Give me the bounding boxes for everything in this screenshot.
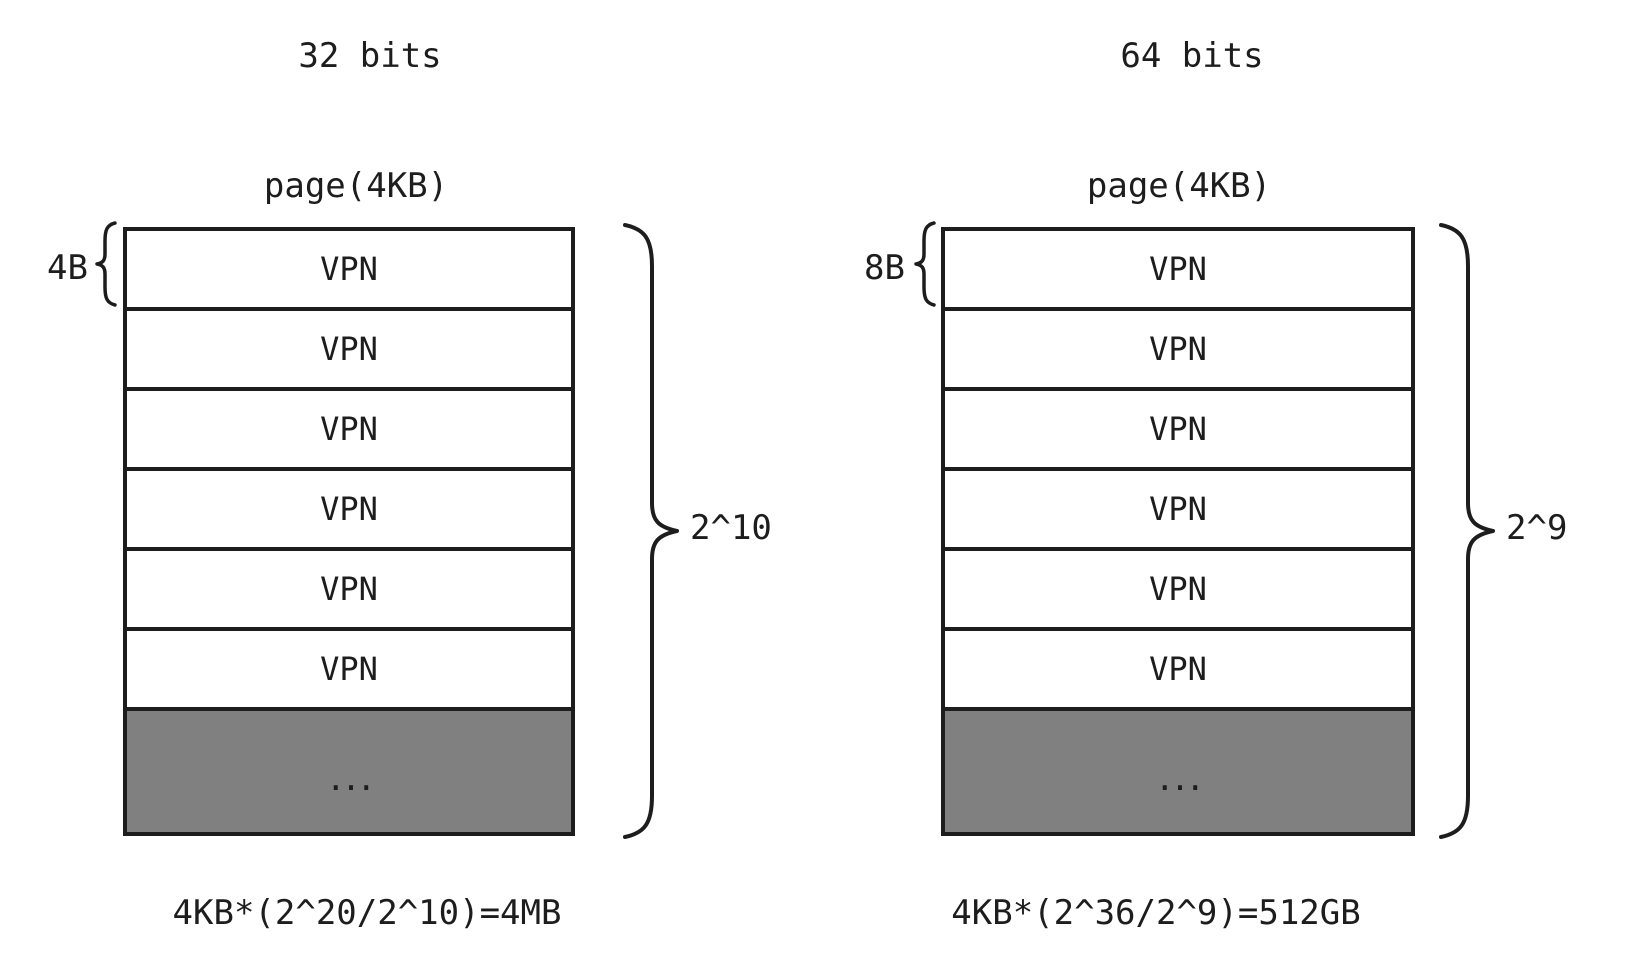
vpn-row-label: VPN — [1149, 250, 1207, 288]
panel-title: 32 bits — [298, 36, 442, 76]
vpn-row: VPN — [945, 631, 1411, 711]
row-count-brace-icon — [1439, 223, 1495, 839]
vpn-row: VPN — [127, 551, 571, 631]
vpn-row-label: VPN — [320, 570, 378, 608]
vpn-row: VPN — [127, 631, 571, 711]
vpn-row-label: VPN — [1149, 490, 1207, 528]
vpn-row: VPN — [127, 471, 571, 551]
vpn-row-label: VPN — [1149, 410, 1207, 448]
row-count-label: 2^10 — [690, 508, 772, 548]
vpn-row-label: VPN — [320, 330, 378, 368]
vpn-row-label: VPN — [320, 490, 378, 528]
more-entries-row: ... — [945, 711, 1411, 832]
entry-size-brace-icon — [95, 221, 117, 307]
page-size-label: page(4KB) — [263, 166, 449, 206]
ellipsis-label: ... — [1155, 759, 1205, 798]
ellipsis-label: ... — [326, 759, 376, 798]
vpn-row: VPN — [127, 391, 571, 471]
vpn-row-label: VPN — [1149, 570, 1207, 608]
panel-title: 64 bits — [1120, 36, 1264, 76]
vpn-row: VPN — [127, 311, 571, 391]
more-entries-row: ... — [127, 711, 571, 832]
vpn-row: VPN — [945, 471, 1411, 551]
vpn-row-label: VPN — [1149, 650, 1207, 688]
vpn-row-label: VPN — [320, 250, 378, 288]
entry-size-label: 8B — [864, 248, 905, 288]
vpn-row-label: VPN — [320, 410, 378, 448]
vpn-row-label: VPN — [1149, 330, 1207, 368]
entry-size-label: 4B — [47, 248, 88, 288]
page-table: VPN VPN VPN VPN VPN VPN ... — [123, 227, 575, 836]
page-size-label: page(4KB) — [1086, 166, 1272, 206]
size-formula: 4KB*(2^20/2^10)=4MB — [172, 893, 562, 933]
vpn-row: VPN — [945, 391, 1411, 471]
entry-size-brace-icon — [914, 221, 936, 307]
row-count-brace-icon — [623, 223, 679, 839]
row-count-label: 2^9 — [1506, 508, 1568, 548]
vpn-row: VPN — [945, 311, 1411, 391]
vpn-row: VPN — [127, 231, 571, 311]
vpn-row: VPN — [945, 551, 1411, 631]
vpn-row-label: VPN — [320, 650, 378, 688]
vpn-row: VPN — [945, 231, 1411, 311]
size-formula: 4KB*(2^36/2^9)=512GB — [951, 893, 1361, 933]
page-table: VPN VPN VPN VPN VPN VPN ... — [941, 227, 1415, 836]
